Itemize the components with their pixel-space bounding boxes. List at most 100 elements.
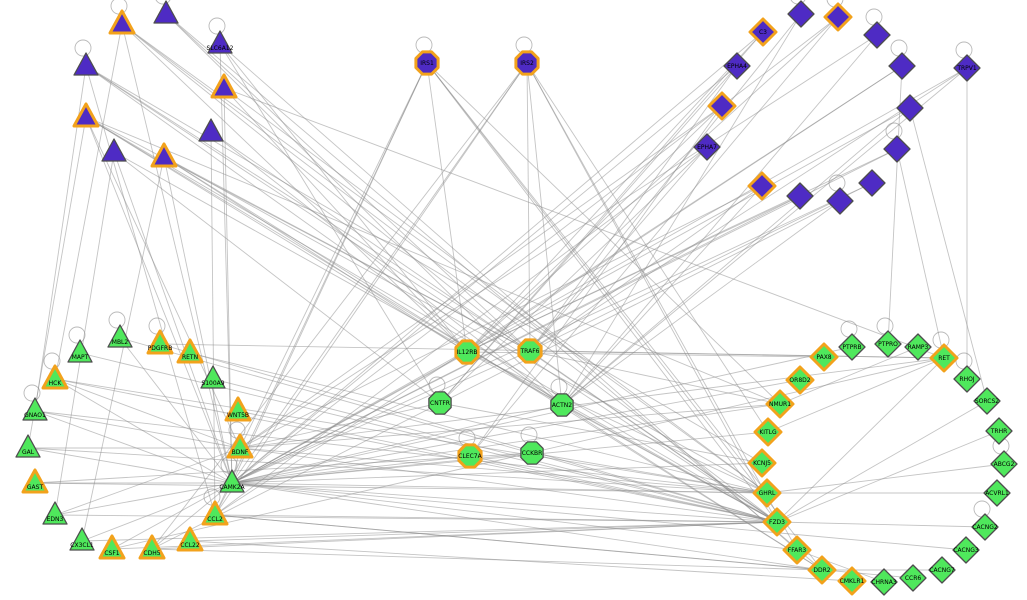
octagon-shape[interactable] [414,50,440,76]
diamond-shape[interactable] [973,387,1001,415]
triangle-shape[interactable] [176,338,204,364]
diamond-shape[interactable] [888,52,916,80]
diamond-shape[interactable] [953,54,981,82]
triangle-shape[interactable] [42,501,68,525]
node-C3[interactable]: C3 [748,17,778,47]
diamond-shape[interactable] [762,507,792,537]
node-EDN3[interactable]: EDN3 [42,501,68,525]
node-PD13[interactable] [786,182,814,210]
triangle-shape[interactable] [207,30,233,54]
triangle-shape[interactable] [108,9,136,35]
node-CACNG2[interactable]: CACNG2 [971,513,999,541]
node-PD09[interactable] [896,94,924,122]
node-CX3CL1[interactable]: CX3CL1 [69,527,95,551]
octagon-shape[interactable] [428,391,452,415]
diamond-shape[interactable] [747,448,777,478]
diamond-shape[interactable] [953,365,981,393]
diamond-shape[interactable] [787,0,815,28]
octagon-shape[interactable] [457,443,483,469]
diamond-shape[interactable] [904,333,932,361]
node-GNAO1[interactable]: GNAO1 [22,397,48,421]
diamond-shape[interactable] [863,21,891,49]
node-PT09[interactable] [198,118,224,142]
node-EPHA4[interactable]: EPHA4 [723,52,751,80]
node-PT08[interactable] [150,142,178,168]
node-IRS1[interactable]: IRS1 [414,50,440,76]
node-PD03[interactable] [823,2,853,32]
node-GHRL[interactable]: GHRL [752,478,782,508]
diamond-shape[interactable] [837,566,867,596]
node-KCNJ5[interactable]: KCNJ5 [747,448,777,478]
diamond-shape[interactable] [748,17,778,47]
node-PT01[interactable] [108,9,136,35]
triangle-shape[interactable] [200,365,226,389]
node-CCL22[interactable]: CCL22 [176,526,204,552]
node-RHOJ[interactable]: RHOJ [953,365,981,393]
node-CHRNA3[interactable]: CHRNA3 [870,568,898,596]
node-IRS2[interactable]: IRS2 [514,50,540,76]
triangle-shape[interactable] [224,396,252,422]
node-PT02[interactable] [153,0,179,24]
triangle-shape[interactable] [21,468,49,494]
node-MAPT[interactable]: MAPT [67,339,93,363]
node-PD08[interactable] [707,91,737,121]
triangle-shape[interactable] [176,526,204,552]
diamond-shape[interactable] [765,389,795,419]
diamond-shape[interactable] [823,2,853,32]
diamond-shape[interactable] [952,536,980,564]
diamond-shape[interactable] [870,568,898,596]
triangle-shape[interactable] [226,433,254,459]
node-CLEC7A[interactable]: CLEC7A [457,443,483,469]
node-TRAF6[interactable]: TRAF6 [517,338,543,364]
diamond-shape[interactable] [786,182,814,210]
node-SORCS2[interactable]: SORCS2 [973,387,1001,415]
node-PD14[interactable] [826,187,854,215]
node-CCR6[interactable]: CCR6 [899,564,927,592]
node-PT07[interactable] [101,138,127,162]
diamond-shape[interactable] [785,365,815,395]
node-ACTN2[interactable]: ACTN2 [550,393,574,417]
diamond-shape[interactable] [723,52,751,80]
node-ACVRL1[interactable]: ACVRL1 [983,479,1011,507]
diamond-shape[interactable] [858,169,886,197]
triangle-shape[interactable] [210,73,238,99]
triangle-shape[interactable] [67,339,93,363]
node-TRHR[interactable]: TRHR [985,417,1013,445]
triangle-shape[interactable] [201,500,229,526]
triangle-shape[interactable] [138,534,166,560]
triangle-shape[interactable] [15,434,41,458]
diamond-shape[interactable] [707,91,737,121]
node-PD15[interactable] [858,169,886,197]
node-ABCG2[interactable]: ABCG2 [990,450,1018,478]
diamond-shape[interactable] [752,478,782,508]
node-PD06[interactable] [888,52,916,80]
triangle-shape[interactable] [69,527,95,551]
node-PD11[interactable] [883,135,911,163]
diamond-shape[interactable] [809,342,839,372]
diamond-shape[interactable] [782,535,812,565]
node-KITLG[interactable]: KITLG [753,417,783,447]
diamond-shape[interactable] [990,450,1018,478]
node-PD02[interactable] [787,0,815,28]
triangle-shape[interactable] [146,329,174,355]
triangle-shape[interactable] [73,52,99,76]
node-CACNG3[interactable]: CACNG3 [952,536,980,564]
diamond-shape[interactable] [826,187,854,215]
octagon-shape[interactable] [520,441,544,465]
node-GAL[interactable]: GAL [15,434,41,458]
octagon-shape[interactable] [454,339,480,365]
node-PT05[interactable] [210,73,238,99]
diamond-shape[interactable] [929,343,959,373]
node-CNTFR[interactable]: CNTFR [428,391,452,415]
node-CCKBR[interactable]: CCKBR [520,441,544,465]
triangle-shape[interactable] [150,142,178,168]
triangle-shape[interactable] [98,534,126,560]
node-PD12[interactable] [747,171,777,201]
node-PAX8[interactable]: PAX8 [809,342,839,372]
octagon-shape[interactable] [514,50,540,76]
node-HCK[interactable]: HCK [41,364,69,390]
diamond-shape[interactable] [874,330,902,358]
triangle-shape[interactable] [107,324,133,348]
